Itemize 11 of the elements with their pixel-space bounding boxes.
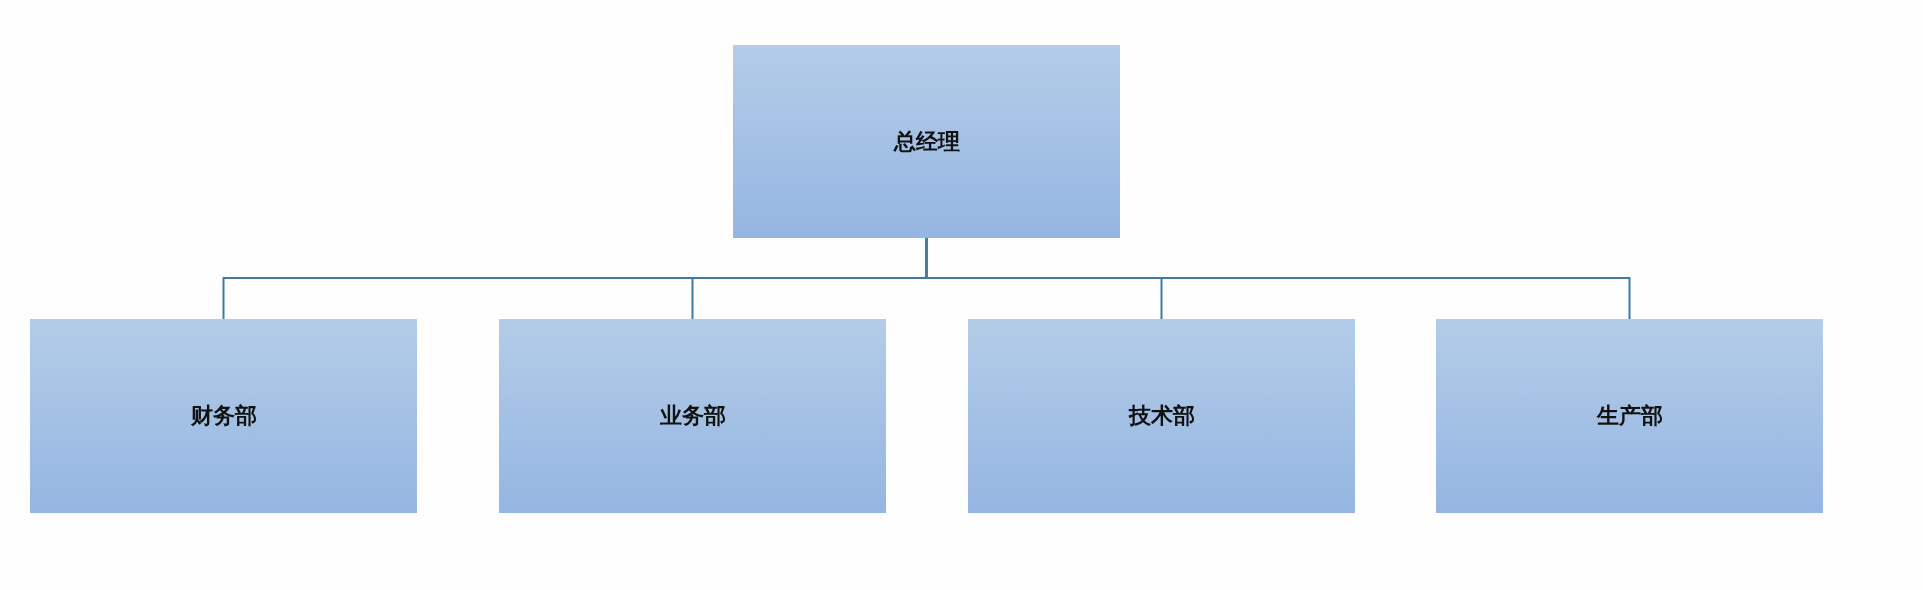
org-box bbox=[30, 319, 417, 513]
org-box bbox=[499, 319, 886, 513]
box-label: 总经理 bbox=[893, 126, 960, 156]
box-label: 技术部 bbox=[1128, 401, 1195, 430]
box-label: 财务部 bbox=[190, 401, 257, 430]
org-box bbox=[1436, 319, 1823, 513]
box-label: 业务部 bbox=[659, 401, 726, 430]
connector-line bbox=[925, 237, 1631, 320]
org-box bbox=[968, 319, 1355, 513]
org-box bbox=[733, 45, 1120, 238]
box-label: 生产部 bbox=[1596, 401, 1663, 430]
